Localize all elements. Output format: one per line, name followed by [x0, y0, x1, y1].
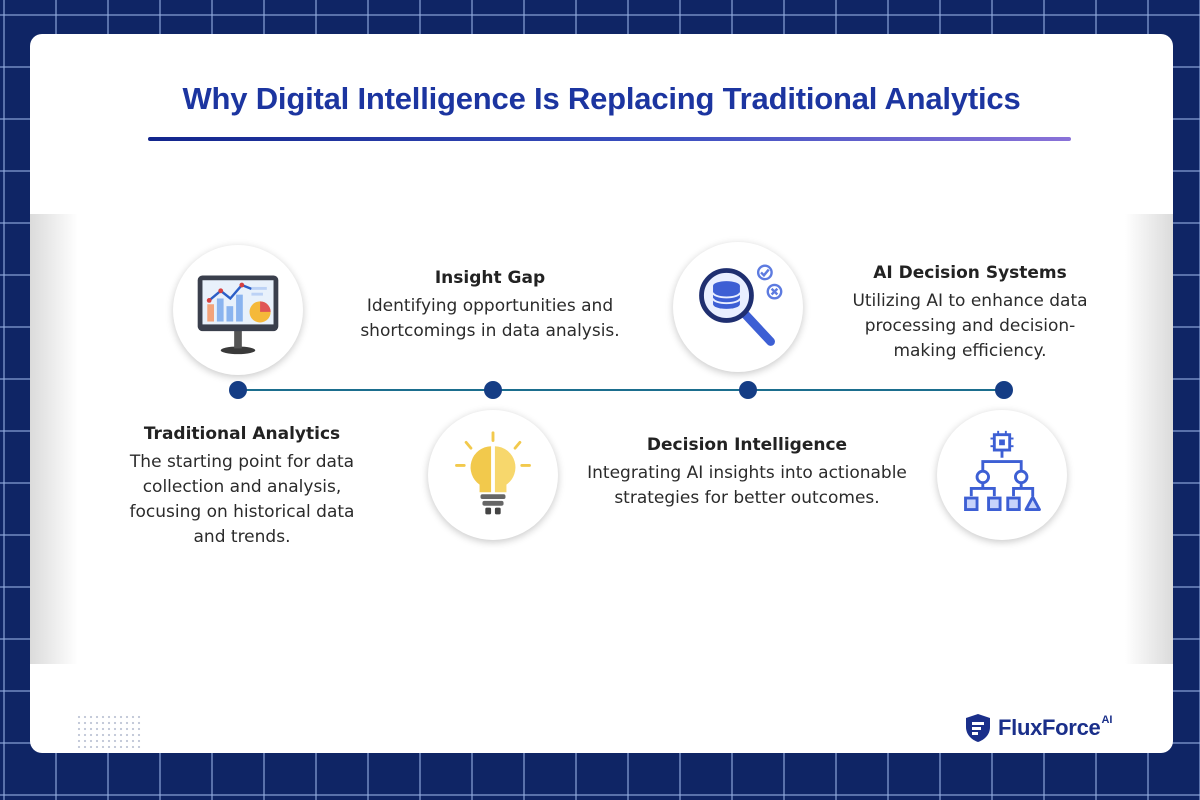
- step-insight-gap: Insight Gap Identifying opportunities an…: [345, 268, 635, 344]
- step-description: Utilizing AI to enhance data processing …: [852, 291, 1088, 361]
- step-description: The starting point for data collection a…: [129, 452, 355, 547]
- timeline-dot-2: [484, 381, 502, 399]
- step-description: Identifying opportunities and shortcomin…: [360, 296, 620, 341]
- monitor-chart-icon: [173, 245, 303, 375]
- dot-pattern-decoration: [76, 714, 142, 748]
- timeline-dot-3: [739, 381, 757, 399]
- step-decision-intelligence: Decision Intelligence Integrating AI ins…: [573, 435, 921, 511]
- step-title: Decision Intelligence: [646, 435, 848, 455]
- step-title: Insight Gap: [434, 268, 546, 288]
- ai-decision-tree-icon: [937, 410, 1067, 540]
- step-traditional-analytics: Traditional Analytics The starting point…: [112, 424, 372, 550]
- shield-logo-icon: [966, 714, 990, 742]
- timeline-line: [238, 389, 1004, 391]
- timeline-dot-4: [995, 381, 1013, 399]
- lightbulb-icon: [428, 410, 558, 540]
- timeline-dot-1: [229, 381, 247, 399]
- title-underline: [148, 137, 1071, 141]
- brand-suffix: AI: [1101, 714, 1113, 726]
- page-title: Why Digital Intelligence Is Replacing Tr…: [182, 81, 1021, 116]
- brand-name: FluxForce: [998, 715, 1101, 740]
- database-search-icon: [673, 242, 803, 372]
- step-title: AI Decision Systems: [873, 263, 1067, 283]
- infographic-card: Why Digital Intelligence Is Replacing Tr…: [30, 34, 1173, 753]
- step-description: Integrating AI insights into actionable …: [587, 463, 907, 508]
- step-ai-decision-systems: AI Decision Systems Utilizing AI to enha…: [840, 263, 1100, 364]
- left-shadow: [30, 214, 78, 664]
- brand-logo: FluxForce AI: [964, 713, 1112, 743]
- step-title: Traditional Analytics: [143, 424, 341, 444]
- right-shadow: [1125, 214, 1173, 664]
